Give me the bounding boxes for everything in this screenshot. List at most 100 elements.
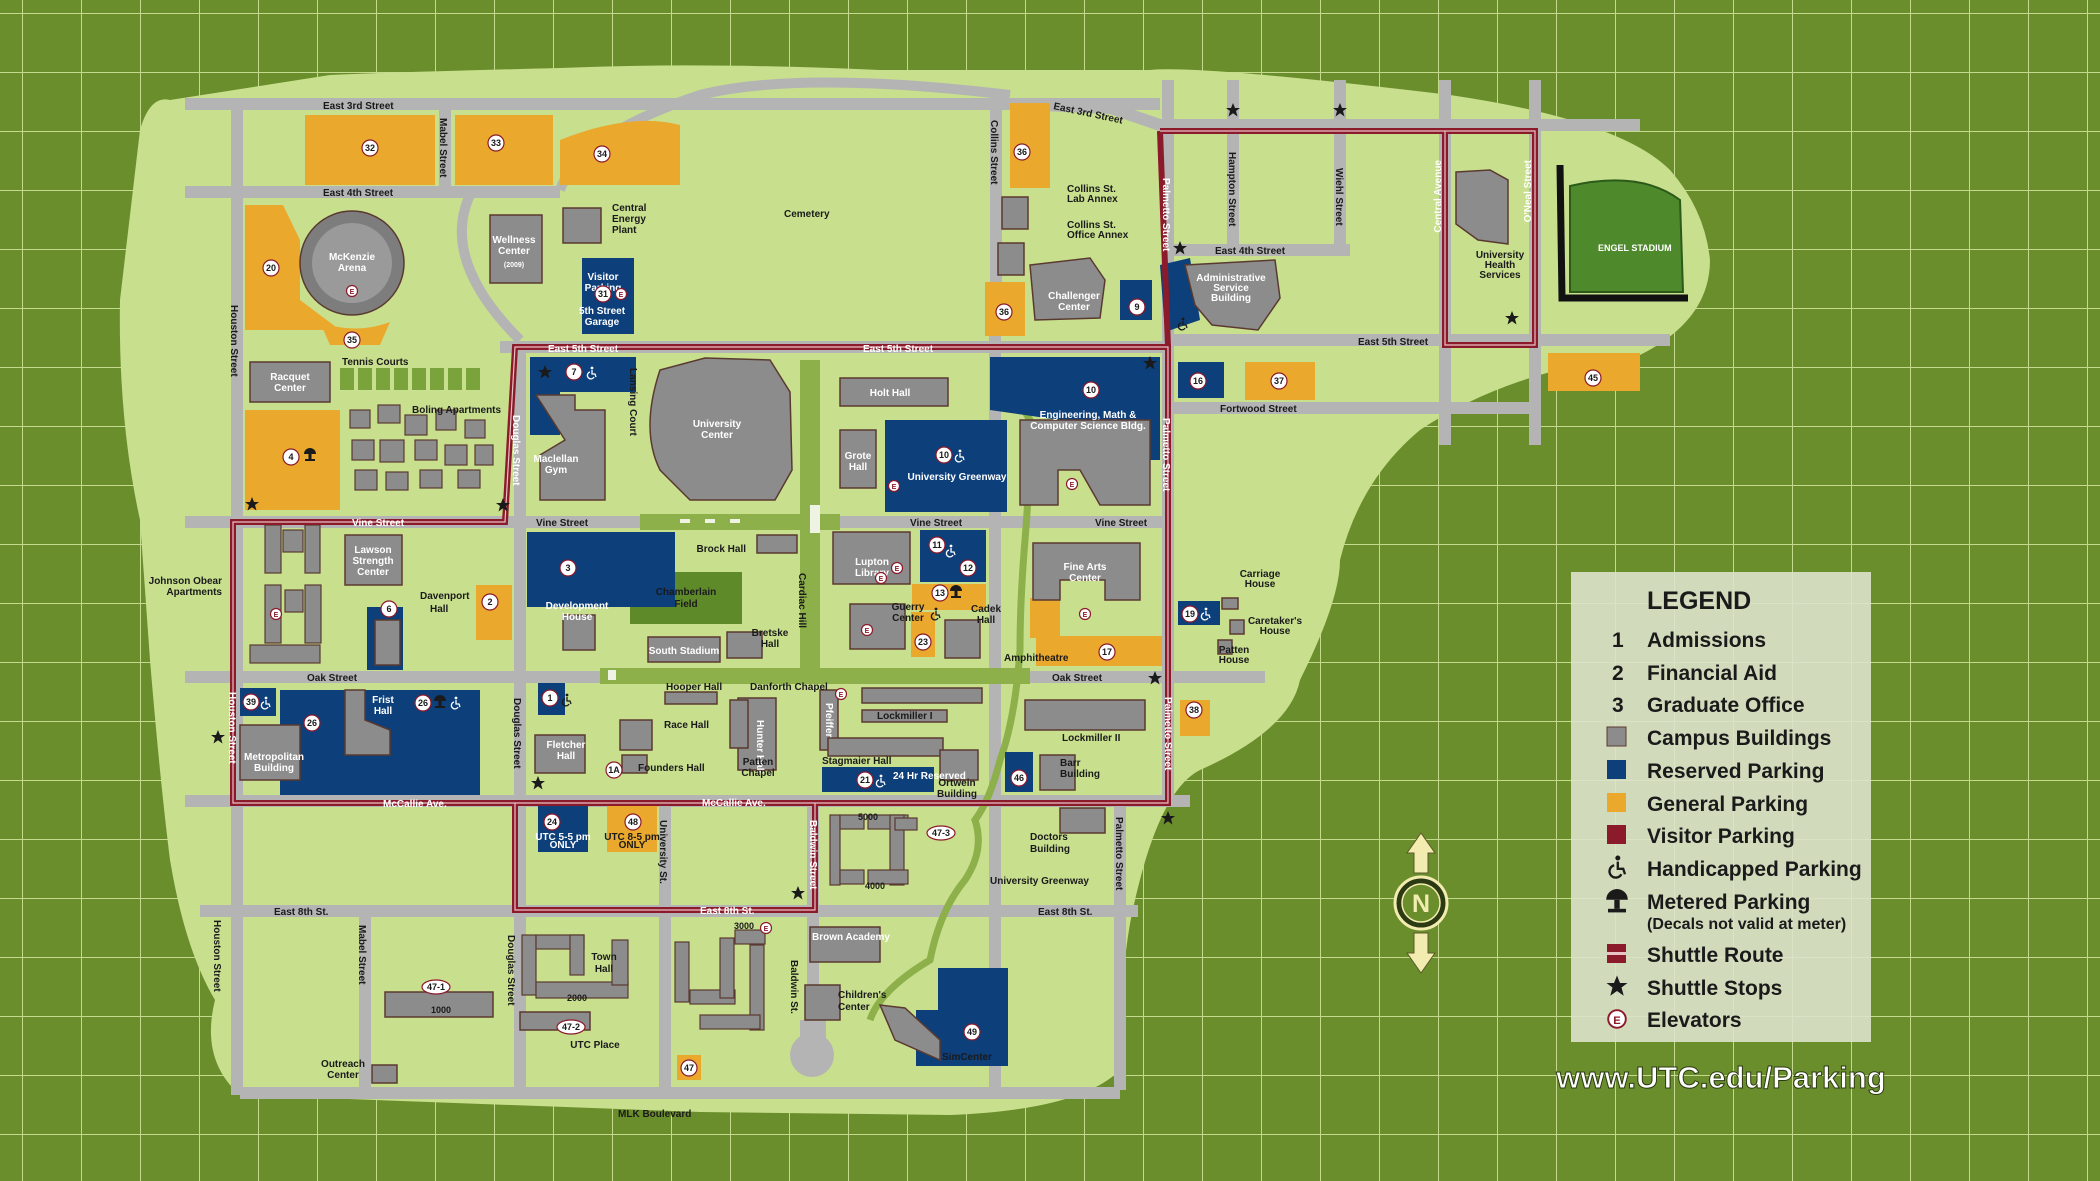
svg-text:4: 4 <box>288 452 293 462</box>
lot-marker-46: 46 <box>1010 769 1028 787</box>
hooper-hall <box>664 691 718 705</box>
svg-text:(Decals not valid at meter): (Decals not valid at meter) <box>1647 916 1846 933</box>
svg-text:Mabel Street: Mabel Street <box>437 118 448 178</box>
lot-marker-48: 48 <box>624 813 642 831</box>
lot-marker-47: 47 <box>680 1059 698 1077</box>
svg-text:Oak Street: Oak Street <box>1052 673 1103 684</box>
lot-marker-2: 2 <box>481 593 499 611</box>
svg-text:General Parking: General Parking <box>1647 793 1808 816</box>
svg-text:12: 12 <box>963 563 973 573</box>
crosswalk-markers <box>608 505 820 680</box>
svg-text:Baldwin Street: Baldwin Street <box>807 820 818 890</box>
svg-text:Collins St.Office Annex: Collins St.Office Annex <box>1067 220 1129 241</box>
svg-text:Visitor Parking: Visitor Parking <box>1647 825 1795 848</box>
legend-visitor-parking: Visitor Parking <box>1607 825 1795 848</box>
svg-text:Campus Buildings: Campus Buildings <box>1647 727 1831 750</box>
svg-text:East 5th Street: East 5th Street <box>548 344 619 355</box>
brock-hall <box>756 534 798 554</box>
svg-text:Hampton Street: Hampton Street <box>1226 152 1237 227</box>
challenger-center <box>1029 257 1106 321</box>
maclellan-gym <box>534 394 606 501</box>
svg-text:Palmetto Street: Palmetto Street <box>1160 178 1171 252</box>
wellness-center <box>489 214 543 284</box>
svg-text:49: 49 <box>967 1027 977 1037</box>
elevator-icon <box>1607 1009 1627 1029</box>
lot-marker-10a: 10 <box>1082 381 1100 399</box>
svg-text:McCallie Ave.: McCallie Ave. <box>702 798 766 809</box>
svg-text:Brock Hall: Brock Hall <box>697 544 747 555</box>
svg-text:1A: 1A <box>608 765 620 775</box>
svg-text:3: 3 <box>1612 694 1624 717</box>
lot-marker-32: 32 <box>361 139 379 157</box>
svg-text:47: 47 <box>684 1063 694 1073</box>
svg-text:Oak Street: Oak Street <box>307 673 358 684</box>
svg-text:Fortwood Street: Fortwood Street <box>1220 404 1297 415</box>
lot-marker-24: 24 <box>543 813 561 831</box>
svg-text:13: 13 <box>935 588 945 598</box>
svg-text:6: 6 <box>386 604 391 614</box>
svg-text:Metered Parking: Metered Parking <box>1647 891 1810 914</box>
svg-text:Danforth Chapel: Danforth Chapel <box>750 682 828 693</box>
lot-17b <box>1030 598 1060 638</box>
lot-marker-38: 38 <box>1185 701 1203 719</box>
svg-text:Shuttle Stops: Shuttle Stops <box>1647 977 1782 1000</box>
svg-text:Houston Street: Houston Street <box>211 920 222 992</box>
svg-text:South Stadium: South Stadium <box>649 646 720 657</box>
svg-text:24: 24 <box>547 817 557 827</box>
svg-text:1: 1 <box>547 693 552 703</box>
svg-text:5000: 5000 <box>858 812 878 822</box>
lot-marker-6: 6 <box>380 600 398 618</box>
doctors-building <box>1059 807 1106 834</box>
fine-arts-center <box>1032 542 1141 601</box>
svg-text:University St.: University St. <box>657 820 668 884</box>
svg-text:Douglas Street: Douglas Street <box>505 935 516 1006</box>
svg-text:Collins Street: Collins Street <box>988 120 999 185</box>
svg-text:2: 2 <box>487 597 492 607</box>
svg-text:East 8th St.: East 8th St. <box>274 907 329 918</box>
lot-marker-19: 19 <box>1181 605 1199 623</box>
svg-text:Founders Hall: Founders Hall <box>638 763 705 774</box>
parking-url[interactable]: www.UTC.edu/Parking <box>1555 1060 1887 1096</box>
childrens-center <box>804 984 841 1021</box>
outreach-center <box>371 1064 398 1084</box>
svg-text:Palmetto Street: Palmetto Street <box>1160 418 1171 492</box>
metropolitan-building <box>239 724 301 781</box>
svg-text:Douglas Street: Douglas Street <box>511 698 522 769</box>
lot-marker-4: 4 <box>282 448 300 466</box>
caretakers-house <box>1229 619 1245 635</box>
svg-text:26: 26 <box>418 698 428 708</box>
lot-49 <box>938 968 1008 1066</box>
svg-text:7: 7 <box>571 367 576 377</box>
fletcher-hall <box>534 734 586 774</box>
lot-marker-36a: 36 <box>1013 143 1031 161</box>
lot-20 <box>245 205 340 330</box>
lot-marker-26a: 26 <box>414 694 432 712</box>
ortwein-building <box>939 749 979 781</box>
svg-text:East 5th Street: East 5th Street <box>1358 337 1429 348</box>
grote-hall <box>839 429 877 489</box>
lot-marker-33: 33 <box>487 134 505 152</box>
svg-text:16: 16 <box>1193 376 1203 386</box>
lot-marker-1A: 1A <box>605 761 623 779</box>
svg-text:University Greenway: University Greenway <box>908 472 1007 483</box>
svg-text:Palmetto Street: Palmetto Street <box>1162 697 1173 771</box>
lot-marker-37: 37 <box>1270 372 1288 390</box>
lot-marker-7: 7 <box>565 363 583 381</box>
svg-text:Engineering, Math &Computer Sc: Engineering, Math &Computer Science Bldg… <box>1030 410 1146 432</box>
lot-marker-23: 23 <box>914 633 932 651</box>
development-house <box>562 614 596 651</box>
lupton-library <box>832 531 911 585</box>
lot-marker-20: 20 <box>262 259 280 277</box>
svg-text:Tennis Courts: Tennis Courts <box>342 357 409 368</box>
collins-office-annex <box>997 242 1025 276</box>
